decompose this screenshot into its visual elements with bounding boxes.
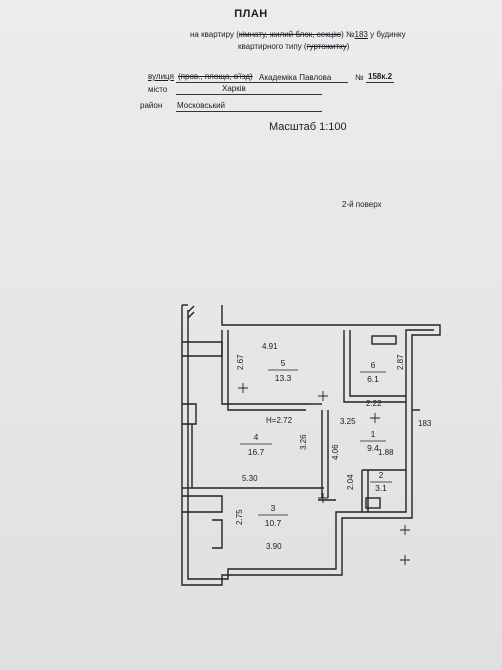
- dim-1-88: 1.88: [378, 448, 394, 457]
- room-5-area: 13.3: [275, 373, 292, 383]
- dim-2-04: 2.04: [346, 474, 355, 490]
- ceiling-height: H=2.72: [266, 416, 293, 425]
- room-6-number: 6: [371, 360, 376, 370]
- city-value: Харків: [222, 84, 246, 93]
- dim-2-75: 2.75: [235, 509, 244, 525]
- apartment-number: 183: [354, 30, 368, 39]
- building-type-prefix: квартирного типу (: [238, 42, 307, 51]
- dim-2-22: 2.22: [366, 399, 382, 408]
- apartment-line: на квартиру (кімнату, жилий блок, секцію…: [190, 30, 406, 39]
- dim-4-91: 4.91: [262, 342, 278, 351]
- dim-5-30: 5.30: [242, 474, 258, 483]
- building-type-suffix: ): [346, 42, 350, 51]
- room-4-number: 4: [254, 432, 259, 442]
- dim-3-26: 3.26: [299, 434, 308, 450]
- apartment-line-prefix: на квартиру (: [190, 30, 239, 39]
- house-value: 158к.2: [368, 72, 393, 81]
- room-6-area: 6.1: [367, 374, 379, 384]
- house-underline: [366, 82, 394, 83]
- district-value: Московський: [177, 101, 226, 110]
- apartment-line-struck: кімнату, жилий блок, секцію: [238, 30, 342, 39]
- room-5-number: 5: [281, 358, 286, 368]
- district-label: район: [140, 101, 163, 110]
- street-alt-label: (пров., площа, в'їзд): [178, 72, 253, 81]
- room-1-area: 9.4: [367, 443, 379, 453]
- street-label: вулиця: [148, 72, 174, 81]
- room-3-area: 10.7: [265, 518, 282, 528]
- floor-label: 2-й поверх: [342, 200, 382, 209]
- apartment-line-suffix: у будинку: [367, 30, 406, 39]
- dim-2-87: 2.87: [396, 354, 405, 370]
- room-labels: 5 13.3 6 6.1 4 16.7 1 9.4 2 3.1 3 10.7: [240, 358, 392, 528]
- room-3-number: 3: [271, 503, 276, 513]
- building-type-struck: гуртожитку: [306, 42, 347, 51]
- dim-4-06: 4.06: [331, 444, 340, 460]
- dim-3-90: 3.90: [266, 542, 282, 551]
- street-underline: [176, 82, 348, 83]
- dim-3-25: 3.25: [340, 417, 356, 426]
- building-type-line: квартирного типу (гуртожитку): [238, 42, 349, 51]
- dimension-labels: 4.91 2.67 2.87 2.22 3.25 183 H=2.72 3.26…: [235, 342, 432, 551]
- scale-label: Масштаб 1:100: [269, 121, 347, 133]
- city-label: місто: [148, 85, 168, 94]
- plan-title: ПЛАН: [234, 8, 268, 20]
- room-1-number: 1: [371, 429, 376, 439]
- district-underline: [176, 111, 322, 112]
- plan-dimension-ticks: [238, 383, 410, 565]
- street-value: Академіка Павлова: [259, 73, 332, 82]
- house-label: №: [355, 73, 364, 82]
- room-4-area: 16.7: [248, 447, 265, 457]
- dim-183: 183: [418, 419, 432, 428]
- plan-walls: [181, 304, 441, 586]
- apartment-line-mid: ) №: [341, 30, 355, 39]
- room-2-area: 3.1: [375, 483, 387, 493]
- dim-2-67: 2.67: [236, 354, 245, 370]
- room-2-number: 2: [379, 470, 384, 480]
- city-underline: [176, 94, 322, 95]
